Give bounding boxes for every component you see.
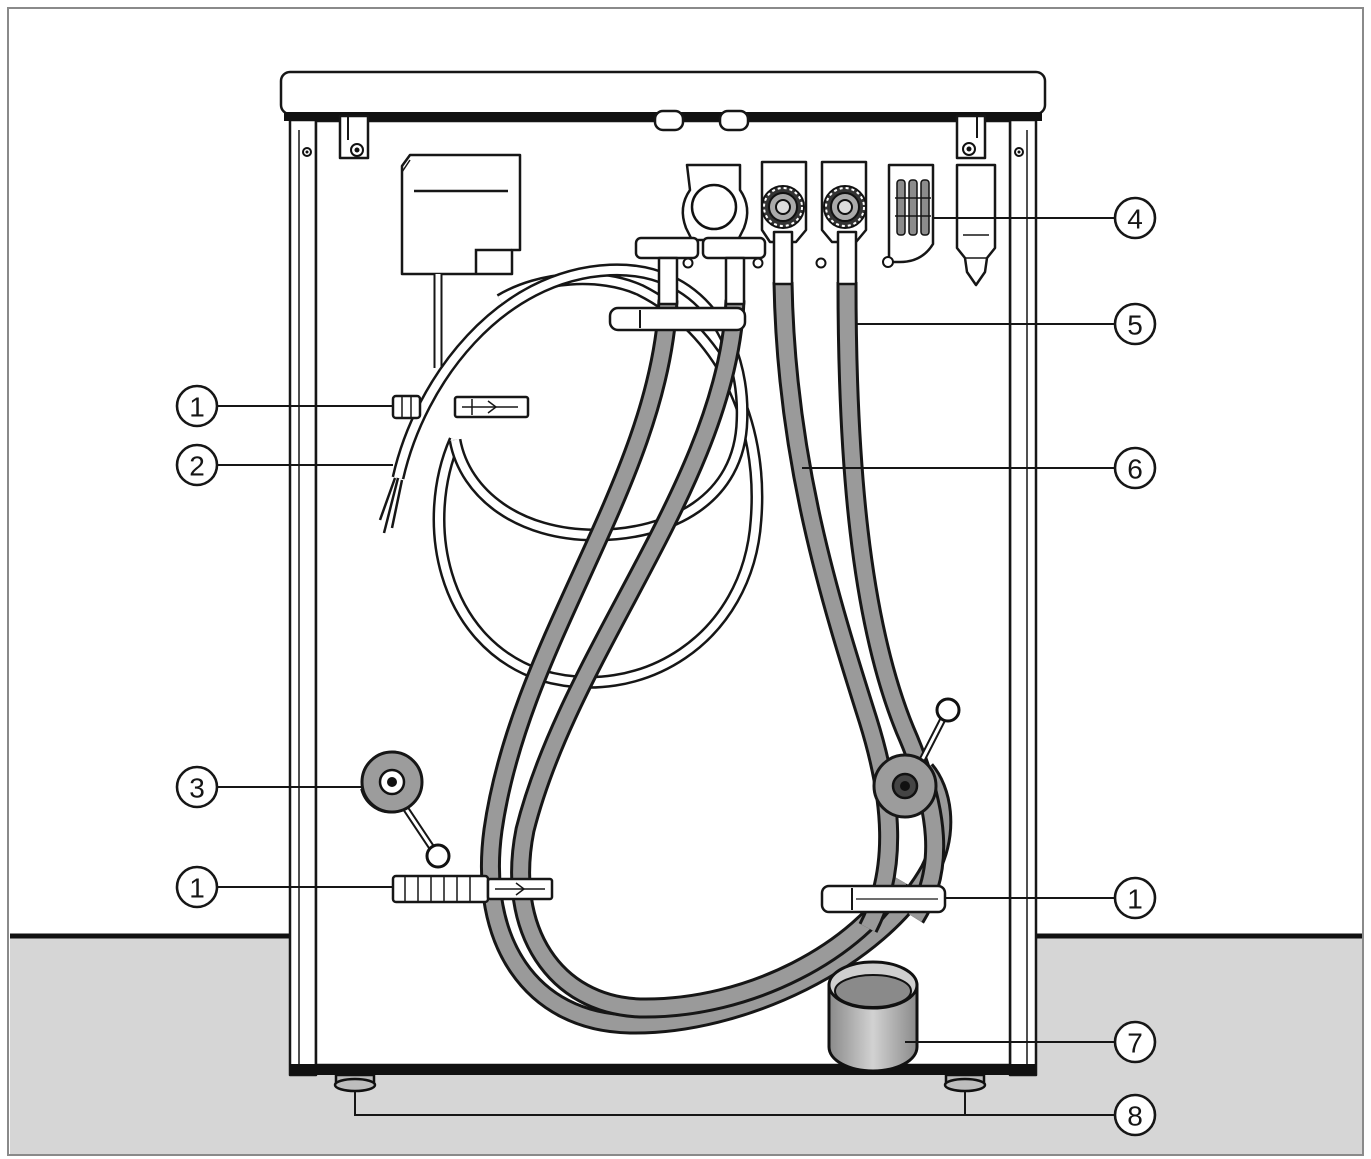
callout-number: 7 xyxy=(1127,1028,1143,1059)
callout-number: 3 xyxy=(189,773,205,804)
screw-icon xyxy=(682,257,694,269)
hose-clamp-top xyxy=(608,306,747,332)
power-cable-wire-ends xyxy=(378,477,404,534)
power-cable-coil xyxy=(378,263,764,689)
foot-left xyxy=(333,1073,377,1093)
terminal-block xyxy=(882,163,935,268)
callout-5: 5 xyxy=(855,302,1157,346)
hose-connector-left xyxy=(634,236,700,306)
callout-number: 8 xyxy=(1127,1101,1143,1132)
callout-3: 3 xyxy=(175,765,362,809)
hose-connector-right xyxy=(701,236,767,306)
callout-8: 8 xyxy=(354,1092,1157,1137)
callout-1-upper-left: 1 xyxy=(175,384,394,428)
vent-fitting xyxy=(955,163,997,287)
screw-icon xyxy=(882,256,894,268)
hose-loop xyxy=(479,281,953,1035)
drain-outlet-pipe xyxy=(827,960,919,1073)
bracket-right xyxy=(955,114,987,160)
machine-lid xyxy=(279,70,1047,116)
inlet-valve-middle xyxy=(752,160,808,286)
hose-clamp-lower-right xyxy=(820,884,947,914)
callout-number: 5 xyxy=(1127,310,1143,341)
callout-number: 6 xyxy=(1127,454,1143,485)
screw-icon xyxy=(815,257,827,269)
foot-right xyxy=(943,1073,987,1093)
callout-number: 4 xyxy=(1127,204,1143,235)
callout-number: 1 xyxy=(189,873,205,904)
callout-1-lower-right: 1 xyxy=(946,876,1157,920)
image-frame xyxy=(7,7,1364,1156)
mains-connection-box xyxy=(400,153,522,276)
inlet-valve-left xyxy=(681,163,749,269)
inlet-valve-right xyxy=(815,160,868,286)
callout-4: 4 xyxy=(934,196,1157,240)
drain-hose-hook-left xyxy=(360,750,451,869)
hose-clamp-upper-left xyxy=(391,394,530,420)
callout-number: 2 xyxy=(189,451,205,482)
callout-6: 6 xyxy=(802,446,1157,490)
callout-7: 7 xyxy=(905,1020,1157,1064)
callout-2: 2 xyxy=(175,443,393,487)
bracket-left xyxy=(338,114,370,160)
callout-number: 1 xyxy=(189,392,205,423)
screw-icon xyxy=(752,257,764,269)
callout-number: 1 xyxy=(1127,884,1143,915)
callout-1-lower-left: 1 xyxy=(175,865,393,909)
drain-hose-hook-right xyxy=(872,697,961,819)
hose-clamp-lower-left xyxy=(391,874,554,904)
